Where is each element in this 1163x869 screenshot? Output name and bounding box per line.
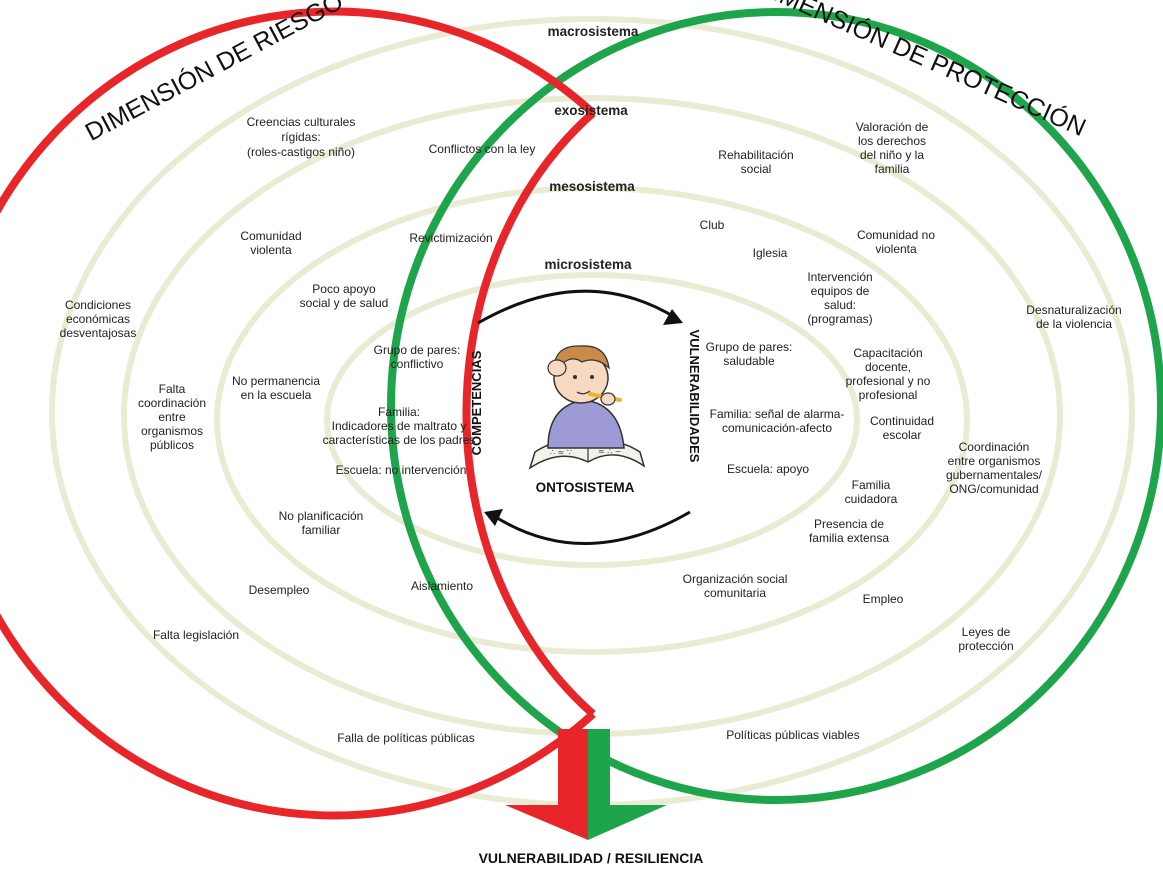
- protection-politicas-viables: Políticas públicas viables: [726, 728, 859, 742]
- risk-conflictos: Conflictos con la ley: [429, 142, 536, 156]
- outcome-arrow: [505, 729, 667, 840]
- microsystem-ring: [324, 272, 860, 568]
- risk-revictimizacion: Revictimización: [409, 231, 492, 245]
- protection-grupo-saludable: Grupo de pares:saludable: [706, 340, 793, 368]
- risk-falta-legislacion: Falta legislación: [153, 628, 239, 642]
- risk-falla-politicas: Falla de políticas públicas: [337, 731, 474, 745]
- macrosystem-label: macrosistema: [548, 24, 639, 39]
- risk-aislamiento: Aislamiento: [411, 579, 473, 593]
- exosystem-label: exosistema: [554, 103, 628, 118]
- hand: [547, 359, 567, 377]
- risk-escuela-no-intervencion: Escuela: no intervención: [336, 463, 467, 477]
- top-arrow-head: [663, 309, 683, 325]
- protection-escuela-apoyo: Escuela: apoyo: [727, 462, 809, 476]
- child-studying-icon: ∴ ≈ ∵ ≈ ∴ ~: [528, 345, 646, 470]
- outcome-arrow-green: [588, 729, 667, 840]
- outcome-arrow-red: [505, 729, 588, 840]
- top-arrow: [477, 289, 677, 325]
- bottom-arrow: [493, 510, 691, 546]
- protection-familia-senal: Familia: señal de alarma-comunicación-af…: [710, 407, 845, 435]
- bottom-arrow-head: [484, 509, 503, 526]
- protection-empleo: Empleo: [863, 592, 904, 606]
- protection-circle: [387, 8, 1163, 804]
- hair: [553, 345, 610, 376]
- mesosystem-ring: [214, 185, 970, 655]
- risk-desempleo: Desempleo: [249, 583, 310, 597]
- ontosystem-label: ONTOSISTEMA: [536, 480, 635, 495]
- risk-circle-back: [462, 109, 596, 718]
- interaction-arrows: [477, 289, 691, 546]
- outcome-label: VULNERABILIDAD / RESILIENCIA: [479, 850, 704, 866]
- risk-grupo-conflictivo: Grupo de pares:conflictivo: [374, 343, 461, 371]
- competencias-label: COMPETENCIAS: [469, 350, 484, 455]
- svg-text:∴ ≈ ∵: ∴ ≈ ∵: [550, 448, 572, 457]
- microsystem-label: microsistema: [544, 257, 632, 272]
- vulnerabilidades-label: VULNERABILIDADES: [687, 330, 702, 463]
- svg-text:≈ ∴ ~: ≈ ∴ ~: [598, 447, 622, 456]
- shirt: [547, 399, 625, 449]
- protection-club: Club: [700, 218, 725, 232]
- protection-iglesia: Iglesia: [753, 246, 788, 260]
- risk-circle-front: [0, 7, 596, 820]
- mesosystem-label: mesosistema: [549, 179, 635, 194]
